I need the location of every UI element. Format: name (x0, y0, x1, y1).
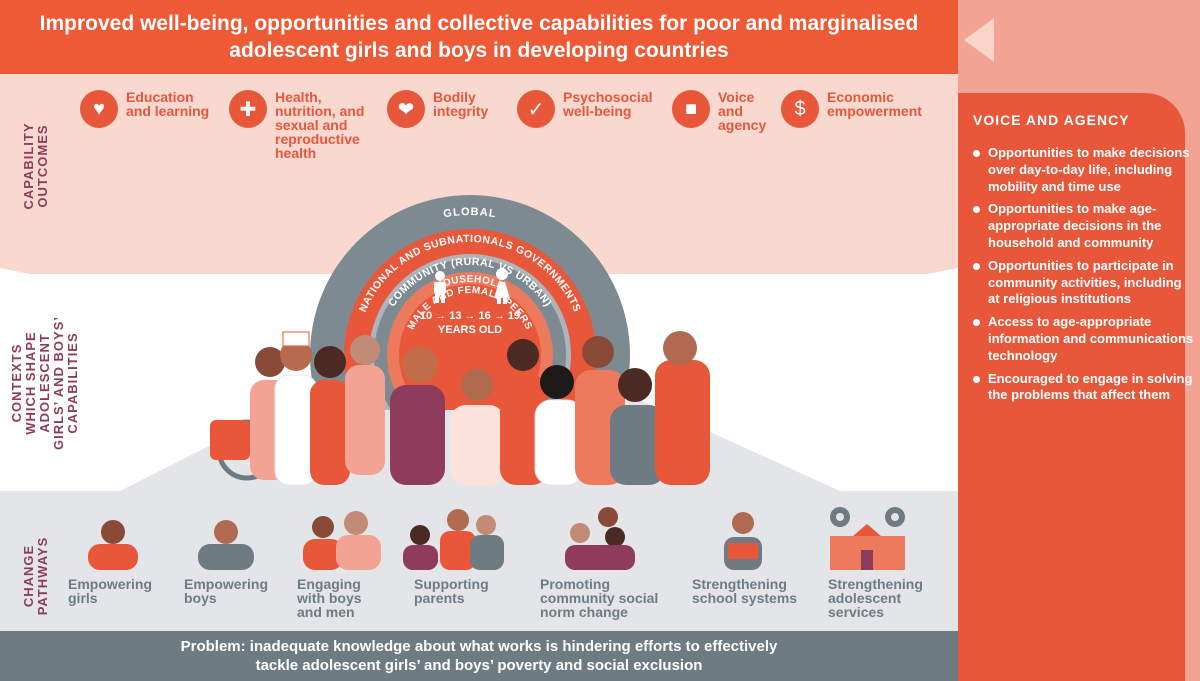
contexts-label: CONTEXTS WHICH SHAPE ADOLESCENT GIRLS’ A… (9, 316, 80, 450)
outcome-label: Health, nutrition, and sexual and reprod… (275, 89, 365, 161)
person-figure (450, 369, 505, 485)
voice-agency-panel (958, 93, 1185, 681)
school-systems-illustration (724, 512, 762, 570)
pathway-engaging-boys-men: Engaging with boys and men (297, 576, 362, 620)
pathway-empowering-boys: Empowering boys (184, 576, 269, 606)
adolescents-group-illustration (210, 331, 710, 485)
outcome-education: ♥ Education and learning (80, 90, 209, 128)
speech-bubble-icon: ■ (672, 90, 710, 128)
page-title: Improved well-being, opportunities and c… (0, 0, 958, 74)
list-item: Opportunities to participate in communit… (972, 258, 1194, 308)
pathway-community-norms: Promoting community social norm change (540, 576, 659, 620)
right-wedge (640, 268, 958, 491)
capability-outcomes-label: CAPABILITY OUTCOMES (21, 122, 50, 210)
supporting-parents-illustration (403, 509, 504, 570)
outcome-label: Voice and agency (718, 89, 767, 133)
arc-label-global: GLOBAL (443, 206, 498, 220)
years-old-label: YEARS OLD (438, 324, 502, 336)
empowering-boys-illustration (198, 520, 254, 570)
outcome-psychosocial: ✓ Psychosocial well-being (517, 90, 653, 128)
outcome-label: Education and learning (126, 89, 210, 119)
panel-list: Opportunities to make decisions over day… (972, 145, 1194, 410)
list-item: Opportunities to make age-appropriate de… (972, 201, 1194, 251)
person-figure (345, 335, 385, 475)
outcome-label: Psychosocial well-being (563, 89, 653, 119)
heart-hands-icon: ❤ (387, 90, 425, 128)
outcome-label: Economic empowerment (827, 89, 922, 119)
head-check-icon: ✓ (517, 90, 555, 128)
person-figure (610, 368, 665, 485)
gear-icon (830, 507, 850, 527)
person-figure (655, 331, 710, 485)
outcome-voice: ■ Voice and agency (672, 90, 766, 132)
engaging-boys-men-illustration (303, 511, 381, 570)
building-icon (830, 524, 905, 570)
pathway-supporting-parents: Supporting parents (414, 576, 489, 606)
outcome-bodily-integrity: ❤ Bodily integrity (387, 90, 488, 128)
book-heart-icon: ♥ (80, 90, 118, 128)
gear-icon (885, 507, 905, 527)
person-figure (390, 347, 445, 485)
change-pathways-label: CHANGE PATHWAYS (21, 536, 50, 616)
list-item: Encouraged to engage in solving the prob… (972, 371, 1194, 405)
empowering-girls-illustration (88, 520, 138, 570)
banknote-icon: $ (781, 90, 819, 128)
list-item: Access to age-appropriate information an… (972, 314, 1194, 364)
person-figure (534, 365, 584, 485)
panel-title: VOICE AND AGENCY (973, 112, 1130, 128)
medical-cross-icon: ✚ (229, 90, 267, 128)
outcome-economic: $ Economic empowerment (781, 90, 922, 128)
adolescent-services-illustration (830, 507, 905, 570)
outcome-label: Bodily integrity (433, 89, 489, 119)
feedback-arrow-icon (958, 0, 1200, 681)
girl-icon (494, 268, 510, 304)
person-figure (310, 346, 350, 485)
pathway-adolescent-services: Strengthening adolescent services (828, 576, 923, 620)
problem-text: Problem: inadequate knowledge about what… (180, 638, 778, 674)
outcome-health: ✚ Health, nutrition, and sexual and repr… (229, 90, 364, 160)
boy-icon (434, 271, 446, 303)
ring-peers (399, 284, 541, 410)
age-sequence: 10 → 13 → 16 → 19 (420, 310, 520, 322)
problem-statement: Problem: inadequate knowledge about what… (0, 631, 958, 681)
community-norms-illustration (565, 507, 635, 570)
pathway-school-systems: Strengthening school systems (692, 576, 798, 606)
pathway-empowering-girls: Empowering girls (68, 576, 153, 606)
list-item: Opportunities to make decisions over day… (972, 145, 1194, 195)
